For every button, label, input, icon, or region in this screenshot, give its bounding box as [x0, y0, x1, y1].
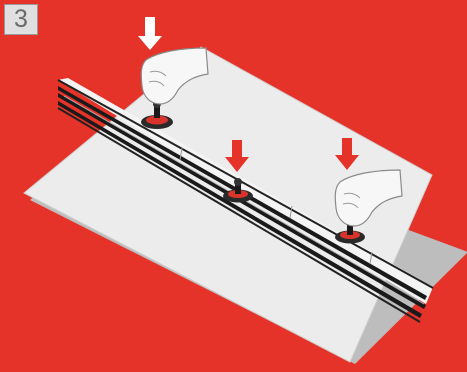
suction-cup-middle	[223, 178, 253, 203]
step-number-badge: 3	[4, 4, 38, 35]
step-number: 3	[14, 5, 28, 33]
arrow-down-icon	[335, 138, 359, 170]
arrow-down-icon	[225, 140, 249, 172]
hand-press-left-icon	[140, 47, 209, 105]
hand-press-right-icon	[334, 169, 403, 227]
arrow-down-icon	[138, 17, 162, 50]
